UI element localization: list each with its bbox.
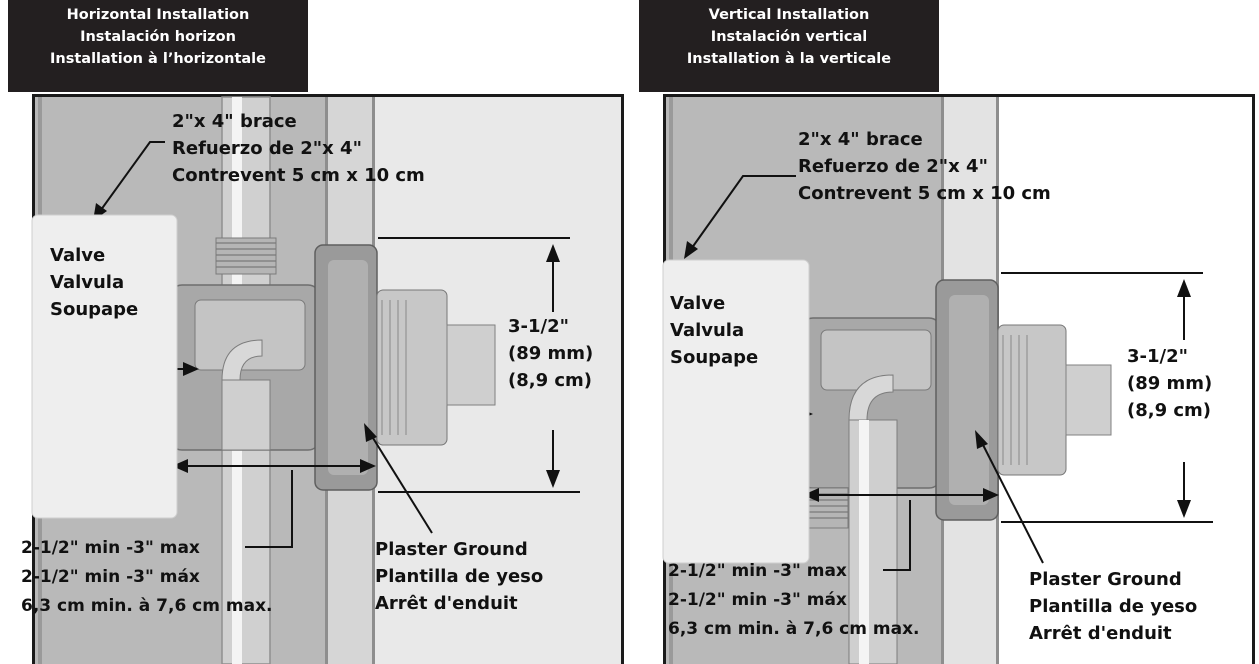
threaded-nipple (215, 237, 277, 275)
plaster-leader (978, 436, 1044, 564)
brace-label-line-2: Refuerzo de 2"x 4" (798, 156, 988, 177)
dimension-line-3: (8,9 cm) (1127, 400, 1212, 421)
brace-leader (97, 141, 165, 215)
brace-leader (688, 175, 796, 253)
range-label: 2-1/2" min -3" max 2-1/2" min -3" máx 6,… (668, 557, 920, 644)
cartridge-housing (376, 289, 448, 446)
brace-label-line-3: Contrevent 5 cm x 10 cm (172, 165, 425, 186)
brace-label: 2"x 4" brace Refuerzo de 2"x 4" Contreve… (798, 126, 1051, 207)
brace-label: 2"x 4" brace Refuerzo de 2"x 4" Contreve… (172, 108, 425, 189)
flange-inner (949, 295, 989, 505)
valve-stem (446, 324, 496, 406)
range-leader (883, 500, 911, 571)
installation-drawing (31, 96, 621, 664)
dimension-label: 3-1/2" (89 mm) (8,9 cm) (1127, 343, 1212, 424)
valve-label-box (662, 259, 810, 564)
housing-ribs (1002, 335, 1028, 465)
threads (216, 242, 276, 268)
valve-label-box (31, 214, 178, 519)
dimension-line-1: 3-1/2" (508, 316, 569, 337)
plaster-leader (367, 429, 433, 534)
range-line-3: 6,3 cm min. à 7,6 cm max. (21, 596, 273, 616)
plaster-line-1: Plaster Ground (375, 539, 528, 560)
plaster-line-2: Plantilla de yeso (375, 566, 544, 587)
pipe-elbow (848, 374, 894, 421)
plaster-label: Plaster Ground Plantilla de yeso Arrêt d… (1029, 566, 1197, 647)
valve-top (194, 299, 306, 371)
title-horizontal: Horizontal Installation Instalación hori… (8, 0, 308, 92)
brace-label-line-1: 2"x 4" brace (172, 111, 297, 132)
valve-label-line-3: Soupape (670, 347, 759, 368)
elbow-drop (221, 379, 271, 451)
valve-label-line-2: Valvula (670, 320, 745, 341)
panel-vertical: Vertical Installation Instalación vertic… (631, 0, 1259, 664)
title-line-1: Horizontal Installation (66, 7, 250, 23)
title-line-2: Instalación horizon (80, 29, 236, 45)
range-label: 2-1/2" min -3" max 2-1/2" min -3" máx 6,… (21, 534, 273, 621)
plaster-line-3: Arrêt d'enduit (1029, 623, 1172, 644)
plaster-line-2: Plantilla de yeso (1029, 596, 1198, 617)
title-line-1: Vertical Installation (708, 7, 870, 23)
range-line-1: 2-1/2" min -3" max (21, 538, 200, 558)
valve-label-line-1: Valve (50, 245, 106, 266)
brace-label-line-2: Refuerzo de 2"x 4" (172, 138, 362, 159)
cartridge-housing (997, 324, 1067, 476)
title-vertical: Vertical Installation Instalación vertic… (639, 0, 939, 92)
brace-label-line-1: 2"x 4" brace (798, 129, 923, 150)
valve-label: Valve Valvula Soupape (50, 242, 138, 323)
title-line-2: Instalación vertical (710, 29, 868, 45)
plaster-line-1: Plaster Ground (1029, 569, 1182, 590)
valve-label-line-1: Valve (670, 293, 726, 314)
valve-label-line-3: Soupape (50, 299, 139, 320)
dimension-line-1: 3-1/2" (1127, 346, 1188, 367)
valve-stem (1065, 364, 1112, 436)
pipe-highlight (859, 420, 869, 664)
range-leader (245, 470, 293, 548)
range-line-1: 2-1/2" min -3" max (668, 561, 847, 581)
panel-horizontal: Horizontal Installation Instalación hori… (0, 0, 628, 664)
dimension-line-2: (89 mm) (508, 343, 594, 364)
range-line-3: 6,3 cm min. à 7,6 cm max. (668, 619, 920, 639)
housing-ribs (381, 300, 407, 435)
range-line-2: 2-1/2" min -3" máx (668, 590, 847, 610)
plaster-line-3: Arrêt d'enduit (375, 593, 518, 614)
title-line-3: Installation à la verticale (686, 51, 892, 67)
valve-label: Valve Valvula Soupape (670, 290, 758, 371)
flange-inner (328, 260, 368, 475)
dimension-line-3: (8,9 cm) (508, 370, 593, 391)
brace-label-line-3: Contrevent 5 cm x 10 cm (798, 183, 1051, 204)
title-line-3: Installation à l’horizontale (50, 51, 266, 67)
valve-label-line-2: Valvula (50, 272, 125, 293)
plaster-label: Plaster Ground Plantilla de yeso Arrêt d… (375, 536, 543, 617)
installation-drawing (662, 97, 1252, 664)
pipe-elbow (221, 339, 263, 381)
dimension-line-2: (89 mm) (1127, 373, 1213, 394)
supply-pipe (848, 419, 898, 664)
dimension-label: 3-1/2" (89 mm) (8,9 cm) (508, 313, 593, 394)
range-line-2: 2-1/2" min -3" máx (21, 567, 200, 587)
